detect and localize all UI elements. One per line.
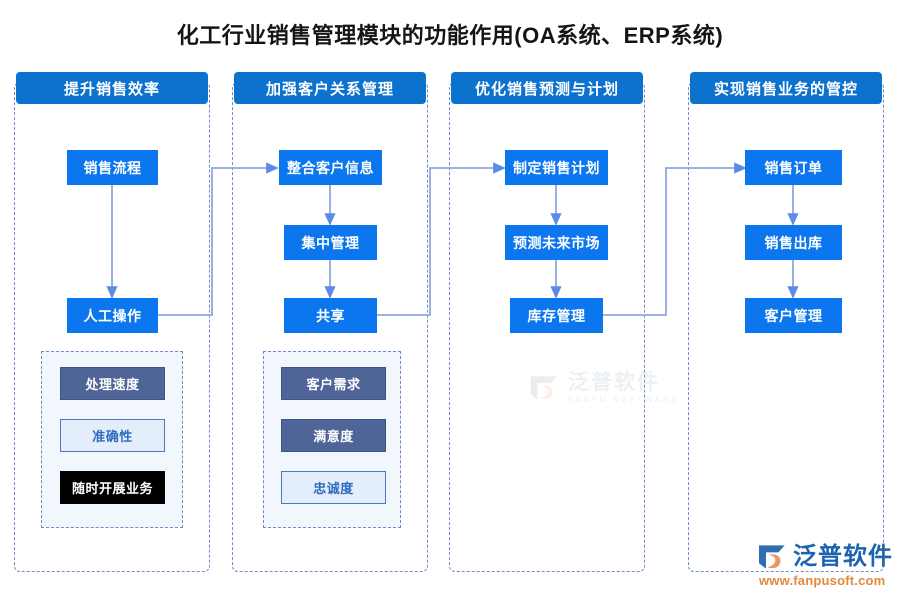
flow-node-centralized-management[interactable]: 集中管理	[284, 225, 377, 260]
flow-node-sales-process[interactable]: 销售流程	[67, 150, 158, 185]
flow-node-inventory-management[interactable]: 库存管理	[510, 298, 603, 333]
chip-loyalty[interactable]: 忠诚度	[281, 471, 386, 504]
chip-satisfaction[interactable]: 满意度	[281, 419, 386, 452]
flow-node-customer-management[interactable]: 客户管理	[745, 298, 842, 333]
flow-node-forecast-market[interactable]: 预测未来市场	[505, 225, 608, 260]
column-header-2[interactable]: 加强客户关系管理	[234, 72, 426, 104]
chip-accuracy[interactable]: 准确性	[60, 419, 165, 452]
column-header-3[interactable]: 优化销售预测与计划	[451, 72, 643, 104]
flow-node-manual-operation[interactable]: 人工操作	[67, 298, 158, 333]
fanpu-brand-mark-icon	[759, 545, 785, 569]
flow-node-sales-outbound[interactable]: 销售出库	[745, 225, 842, 260]
brand-logo-url: www.fanpusoft.com	[759, 573, 886, 588]
column-header-1[interactable]: 提升销售效率	[16, 72, 208, 104]
brand-logo: 泛普软件 www.fanpusoft.com	[757, 543, 893, 588]
flow-node-sharing[interactable]: 共享	[284, 298, 377, 333]
flow-node-integrate-customer-info[interactable]: 整合客户信息	[279, 150, 382, 185]
brand-logo-cn: 泛普软件	[793, 543, 893, 570]
chip-anytime-business[interactable]: 随时开展业务	[60, 471, 165, 504]
page-title: 化工行业销售管理模块的功能作用(OA系统、ERP系统)	[176, 23, 724, 48]
flow-node-sales-order[interactable]: 销售订单	[745, 150, 842, 185]
column-header-4[interactable]: 实现销售业务的管控	[690, 72, 882, 104]
watermark-en: FANPU SOFTWARE	[568, 395, 680, 404]
chip-processing-speed[interactable]: 处理速度	[60, 367, 165, 400]
flow-node-make-sales-plan[interactable]: 制定销售计划	[505, 150, 608, 185]
watermark-cn: 泛普软件	[568, 371, 660, 394]
watermark: 泛普软件 FANPU SOFTWARE	[528, 372, 679, 404]
brand-logo-row: 泛普软件	[757, 543, 893, 571]
chip-customer-demand[interactable]: 客户需求	[281, 367, 386, 400]
fanpu-logo-mark-icon	[530, 376, 557, 400]
